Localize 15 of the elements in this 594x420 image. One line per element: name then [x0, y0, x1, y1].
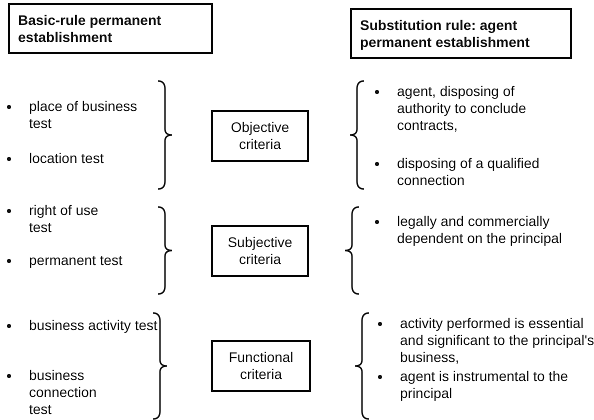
bullet-item: business connection test: [29, 367, 98, 418]
criteria-box: Objective criteria: [211, 110, 309, 162]
bullet-item: place of business test: [29, 98, 138, 132]
bullet-item: location test: [29, 150, 105, 167]
criteria-box: Functional criteria: [211, 340, 311, 392]
bullet-item: business activity test: [29, 317, 158, 334]
bullet-item: right of use test: [29, 202, 100, 236]
bullet-item: disposing of a qualified connection: [397, 155, 540, 189]
bullet-item: legally and commercially dependent on the principal: [397, 213, 564, 247]
bullet-item: permanent test: [29, 252, 124, 269]
bullet-item: agent is instrumental to the principal: [400, 368, 570, 402]
criteria-box: Subjective criteria: [211, 225, 309, 277]
header-box: Substitution rule: agent permanent establishment: [350, 8, 572, 59]
bullet-item: agent, disposing of authority to conclude contracts,: [397, 83, 528, 134]
header-box: Basic-rule permanent establishment: [8, 3, 213, 54]
